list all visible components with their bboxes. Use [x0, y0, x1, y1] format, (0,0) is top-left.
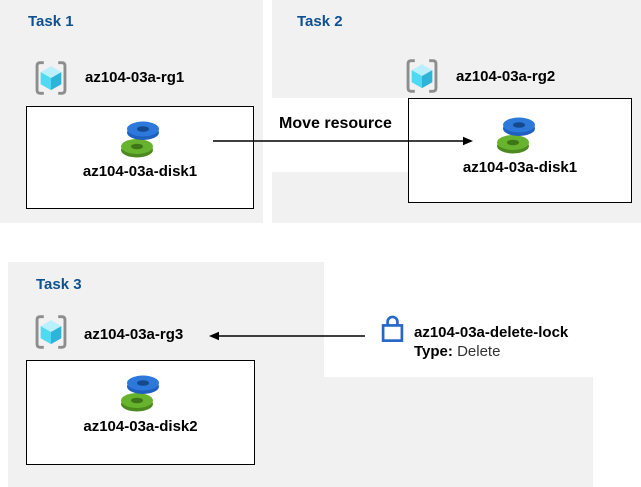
task2-rg-label: az104-03a-rg2: [456, 68, 556, 85]
disk-icon: [497, 117, 535, 154]
task2-white-cutout: [263, 98, 408, 172]
task2-title: Task 2: [297, 13, 343, 30]
lock-type-value: Delete: [457, 343, 501, 360]
task3-disk-label: az104-03a-disk2: [83, 418, 198, 435]
task3-rg-label: az104-03a-rg3: [84, 326, 184, 343]
lock-type-label: Type: Delete: [414, 343, 500, 360]
lock-icon: [381, 315, 404, 342]
task3-title: Task 3: [36, 276, 82, 293]
disk-icon: [121, 121, 159, 158]
task3-panel-extension: [324, 377, 593, 487]
task2-resource-box: [408, 98, 632, 203]
move-resource-label: Move resource: [279, 115, 392, 132]
task1-title: Task 1: [28, 13, 74, 30]
resource-group-icon: [35, 61, 67, 95]
task1-disk-label: az104-03a-disk1: [82, 163, 198, 180]
task1-rg-label: az104-03a-rg1: [85, 69, 185, 86]
resource-group-icon: [35, 315, 67, 349]
disk-icon: [121, 375, 159, 412]
lock-type-key: Type:: [414, 343, 453, 360]
task2-disk-label: az104-03a-disk1: [462, 159, 578, 176]
resource-group-icon: [406, 59, 438, 93]
lock-name-label: az104-03a-delete-lock: [414, 324, 569, 341]
